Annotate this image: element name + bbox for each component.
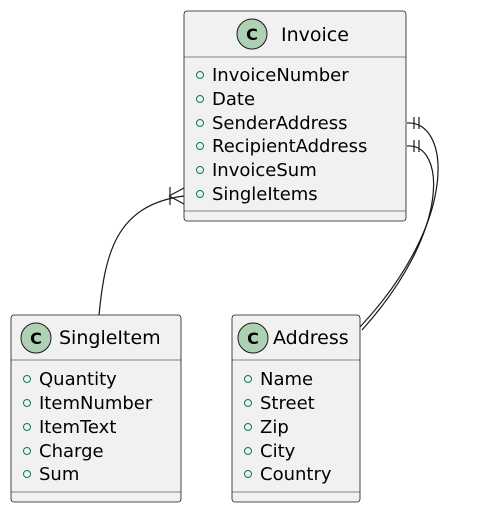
public-visibility-icon	[196, 71, 204, 79]
class-singleitem[interactable]: C SingleItem Quantity ItemNumber ItemTex…	[10, 314, 182, 503]
attribute-name: SingleItems	[212, 184, 318, 205]
attribute-row: Street	[244, 393, 315, 414]
public-visibility-icon	[196, 166, 204, 174]
attribute-name: Name	[260, 369, 313, 390]
attribute-row: City	[244, 441, 296, 462]
class-stereotype-letter: C	[246, 25, 258, 44]
class-stereotype-letter: C	[247, 329, 259, 348]
attribute-name: Date	[212, 89, 255, 110]
class-name-address: Address	[273, 327, 349, 349]
attribute-row: SenderAddress	[196, 113, 348, 134]
public-visibility-icon	[244, 375, 252, 383]
public-visibility-icon	[23, 470, 31, 478]
attribute-name: RecipientAddress	[212, 136, 367, 157]
public-visibility-icon	[23, 423, 31, 431]
class-name-invoice: Invoice	[281, 24, 349, 46]
attribute-name: InvoiceSum	[212, 160, 317, 181]
class-invoice[interactable]: C Invoice InvoiceNumber Date SenderAddre…	[183, 10, 407, 222]
public-visibility-icon	[196, 142, 204, 150]
public-visibility-icon	[196, 119, 204, 127]
attribute-row: Quantity	[23, 369, 117, 390]
public-visibility-icon	[23, 399, 31, 407]
attribute-row: ItemNumber	[23, 393, 153, 414]
attribute-name: SenderAddress	[212, 113, 348, 134]
attribute-row: Charge	[23, 441, 104, 462]
attribute-name: ItemNumber	[39, 393, 153, 414]
attribute-name: City	[260, 441, 296, 462]
attribute-row: Country	[244, 464, 332, 485]
class-address[interactable]: C Address Name Street Zip City Country	[231, 314, 361, 503]
attribute-name: Charge	[39, 441, 104, 462]
class-stereotype-letter: C	[30, 329, 42, 348]
attribute-name: Quantity	[39, 369, 117, 390]
attribute-row: Date	[196, 89, 255, 110]
relation-invoice-singleitem	[98, 187, 185, 316]
attribute-row: RecipientAddress	[196, 136, 367, 157]
public-visibility-icon	[196, 95, 204, 103]
attribute-row: Zip	[244, 417, 289, 438]
class-stereotype-icon: C	[237, 322, 269, 354]
relation-invoice-recipientaddress	[361, 140, 435, 331]
attribute-row: Name	[244, 369, 313, 390]
class-stereotype-icon: C	[20, 322, 52, 354]
attribute-name: Sum	[39, 464, 79, 485]
public-visibility-icon	[23, 375, 31, 383]
relation-invoice-senderaddress	[359, 117, 439, 328]
attribute-name: Street	[260, 393, 315, 414]
attribute-row: Sum	[23, 464, 79, 485]
attribute-name: Zip	[260, 417, 289, 438]
class-stereotype-icon: C	[236, 18, 268, 50]
attribute-row: ItemText	[23, 417, 116, 438]
attribute-row: InvoiceSum	[196, 160, 317, 181]
public-visibility-icon	[196, 190, 204, 198]
public-visibility-icon	[23, 447, 31, 455]
attribute-row: SingleItems	[196, 184, 318, 205]
attribute-name: ItemText	[39, 417, 116, 438]
public-visibility-icon	[244, 423, 252, 431]
attribute-name: Country	[260, 464, 332, 485]
public-visibility-icon	[244, 399, 252, 407]
public-visibility-icon	[244, 447, 252, 455]
attribute-row: InvoiceNumber	[196, 65, 349, 86]
attribute-name: InvoiceNumber	[212, 65, 349, 86]
class-name-singleitem: SingleItem	[59, 327, 161, 349]
public-visibility-icon	[244, 470, 252, 478]
